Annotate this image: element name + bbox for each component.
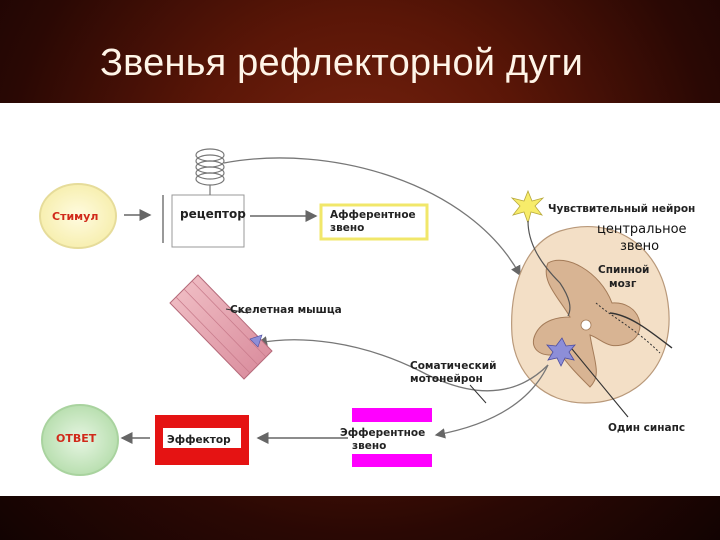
afferent-label-2: звено <box>330 222 365 234</box>
skeletal-muscle <box>169 274 273 380</box>
receptor-coil <box>195 148 225 195</box>
motor-nerve-path <box>256 336 549 392</box>
somatic-pointer <box>469 384 487 404</box>
motor-neuron-star <box>546 337 576 367</box>
response-circle <box>41 404 119 476</box>
afferent-box <box>319 203 429 241</box>
sensory-neuron-label: Чувствительный нейрон <box>548 203 696 215</box>
somatic-label-1: Соматический <box>410 360 497 372</box>
sensory-neuron-star <box>510 189 545 225</box>
spinal-pointer <box>609 312 673 349</box>
stimul-label: Стимул <box>52 210 99 223</box>
slide-title: Звенья рефлекторной дуги <box>100 42 584 84</box>
synapse-pointer <box>571 348 629 418</box>
spinal-label-2: мозг <box>609 278 637 290</box>
stimul-circle <box>39 183 117 249</box>
synapse-label: Один синапс <box>608 422 686 434</box>
sensory-axon <box>527 220 571 317</box>
receptor-label: рецептор <box>180 207 246 221</box>
efferent-label-1: Эфферентное <box>340 427 426 439</box>
effector-box <box>155 415 249 465</box>
central-label-2: звено <box>620 239 660 254</box>
skeletal-muscle-label: Скелетная мышца <box>230 304 342 316</box>
response-label: ОТВЕТ <box>56 432 97 445</box>
afferent-label-1: Афферентное <box>330 209 416 221</box>
effector-label: Эффектор <box>167 434 231 446</box>
somatic-label-2: мотонейрон <box>410 373 483 385</box>
efferent-branch-path <box>434 364 549 439</box>
muscle-pointer <box>225 308 249 314</box>
diagram-panel: Стимул рецептор Афферентное звено Чувств… <box>0 103 720 496</box>
afferent-nerve-path <box>223 157 521 277</box>
spinal-label-1: Спинной <box>598 264 650 276</box>
reflex-arc-diagram <box>39 148 673 476</box>
efferent-box <box>352 408 432 467</box>
central-label-1: центральное <box>597 222 687 237</box>
efferent-label-2: звено <box>352 440 387 452</box>
receptor-box <box>171 194 245 248</box>
